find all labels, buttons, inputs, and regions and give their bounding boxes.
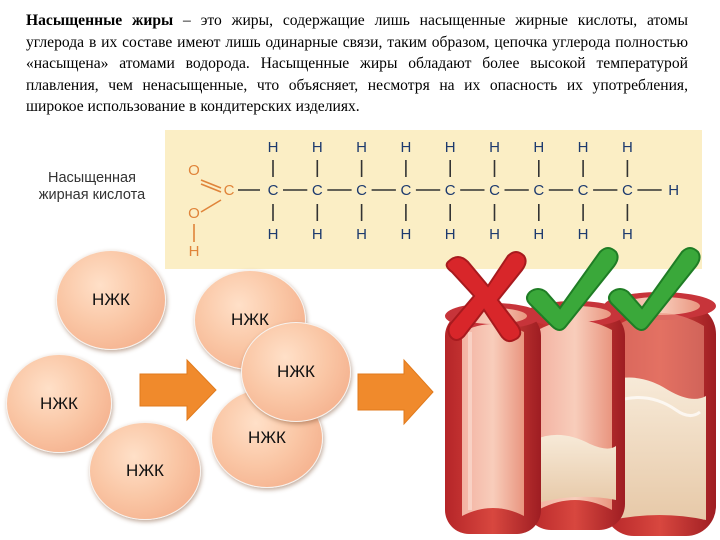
hydrogen-atom: H (189, 243, 200, 260)
carbon-atom: C (400, 182, 411, 199)
hydrogen-atom: H (445, 139, 456, 156)
carbon-atom: C (489, 182, 500, 199)
hydrogen-atom: H (578, 226, 589, 243)
double-bond (200, 183, 222, 193)
hydrogen-atom: H (268, 139, 279, 156)
hydrogen-atom: H (312, 139, 323, 156)
oxygen-atom: O (188, 162, 200, 179)
description-text: – это жиры, содержащие лишь насыщенные ж… (26, 12, 688, 116)
formula-svg: O C O H C H H C H H C H H C H H C H H C H H C H H C H H C H H H (188, 139, 679, 260)
hydrogen-atom: H (489, 226, 500, 243)
hydrogen-atom: H (312, 226, 323, 243)
double-bond (200, 179, 222, 189)
hydrogen-atom: H (622, 139, 633, 156)
structural-formula: O C O H C H H C H H C H H C H H C H H C H H C H H C H H C H H H (165, 130, 702, 269)
hydrogen-atom: H (400, 139, 411, 156)
fatty-acid-ball: НЖК (6, 354, 112, 453)
oxygen-atom: O (188, 205, 200, 222)
hydrogen-atom: H (356, 139, 367, 156)
hydrogen-atom: H (356, 226, 367, 243)
hydrogen-atom: H (668, 182, 679, 199)
fatty-acid-ball: НЖК (56, 250, 166, 350)
hydrogen-atom: H (533, 139, 544, 156)
arrow-1 (139, 358, 217, 422)
hydrogen-atom: H (533, 226, 544, 243)
term-bold: Насыщенные жиры (26, 12, 174, 29)
hydrogen-atom: H (268, 226, 279, 243)
fatty-acid-ball: НЖК (241, 322, 351, 422)
carbon-atom: C (312, 182, 323, 199)
carbon-atom: C (578, 182, 589, 199)
check-mark-icon (608, 247, 701, 331)
arrow-2 (357, 358, 434, 426)
hydrogen-atom: H (400, 226, 411, 243)
hydrogen-atom: H (578, 139, 589, 156)
single-bond (200, 199, 222, 213)
fatty-acid-label: Насыщенная жирная кислота (38, 170, 146, 203)
fatty-acid-ball: НЖК (89, 422, 201, 520)
hydrogen-atom: H (622, 226, 633, 243)
carbon-atom: C (445, 182, 456, 199)
check-mark-icon (526, 247, 619, 331)
cross-mark-icon (445, 251, 527, 343)
carbon-atom: C (356, 182, 367, 199)
hydrogen-atom: H (445, 226, 456, 243)
carbon-atom: C (268, 182, 279, 199)
carbon-atom: C (622, 182, 633, 199)
description-paragraph: Насыщенные жиры – это жиры, содержащие л… (26, 10, 688, 118)
carbon-atom: C (224, 182, 235, 199)
hydrogen-atom: H (489, 139, 500, 156)
carbon-atom: C (533, 182, 544, 199)
